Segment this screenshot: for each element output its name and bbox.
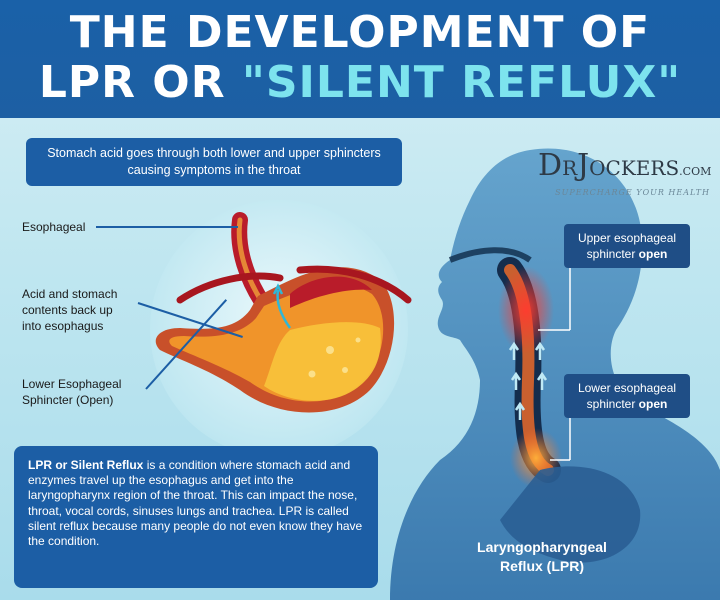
label-les-line-1: Lower Esophageal <box>22 377 122 391</box>
label-acid-line-1: Acid and stomach <box>22 287 118 301</box>
title-banner: THE DEVELOPMENT OF LPR OR "SILENT REFLUX… <box>0 0 720 118</box>
info-text: is a condition where stomach acid and en… <box>28 458 363 549</box>
reflux-arrowhead <box>272 283 284 295</box>
logo-tagline: SUPERCHARGE YOUR HEALTH <box>555 188 710 197</box>
upper-sphincter-box: Upper esophageal sphincter open <box>564 224 690 268</box>
summary-box: Stomach acid goes through both lower and… <box>26 138 402 186</box>
reflux-arrow <box>276 289 292 329</box>
info-box: LPR or Silent Reflux is a condition wher… <box>14 446 378 588</box>
label-esophageal: Esophageal <box>22 220 86 234</box>
upper-sphincter-line-2: sphincter open <box>586 247 668 261</box>
diaphragm-left <box>176 272 284 304</box>
acid-bubble <box>308 370 316 378</box>
title-line-2: LPR OR "SILENT REFLUX" <box>0 58 720 108</box>
acid-bubble <box>355 337 361 343</box>
head-silhouette-illustration <box>390 148 720 600</box>
lower-sphincter-box: Lower esophageal sphincter open <box>564 374 690 418</box>
diaphragm-right <box>296 265 412 304</box>
upper-sphincter-state: open <box>638 247 668 261</box>
upper-glow <box>498 266 554 354</box>
upper-sphincter-line-1: Upper esophageal <box>577 231 677 245</box>
info-bold: LPR or Silent Reflux <box>28 458 144 472</box>
label-acid: Acid and stomach contents back up into e… <box>22 286 117 334</box>
lower-stomach <box>500 466 641 563</box>
stomach-acid <box>264 322 381 401</box>
reflux-arrows <box>508 341 548 420</box>
esophagus-acid <box>236 217 265 305</box>
lpr-caption-line-1: Laryngopharyngeal <box>477 539 607 555</box>
acid-bubble <box>326 346 334 354</box>
acid-bubble <box>342 367 348 373</box>
logo-brand: DRJOCKERS.COM <box>538 148 712 183</box>
stomach-fundus <box>290 276 372 308</box>
label-acid-line-2: contents back up <box>22 303 113 317</box>
lower-sphincter-state: open <box>638 397 668 411</box>
drjockers-logo: DRJOCKERS.COM SUPERCHARGE YOUR HEALTH <box>538 148 714 198</box>
lpr-caption-line-2: Reflux (LPR) <box>500 558 584 574</box>
pointer-esophageal <box>96 226 238 228</box>
lower-sphincter-line-1: Lower esophageal <box>577 381 677 395</box>
stomach-illustration <box>155 212 412 413</box>
label-les-line-2: Sphincter (Open) <box>22 393 114 407</box>
lower-sphincter-line-2: sphincter open <box>586 397 668 411</box>
title-line-1: THE DEVELOPMENT OF <box>69 7 651 58</box>
label-acid-line-3: into esophagus <box>22 319 104 333</box>
lpr-caption: Laryngopharyngeal Reflux (LPR) <box>452 538 632 576</box>
title-line-2-prefix: LPR OR <box>38 57 242 108</box>
label-les: Lower Esophageal Sphincter (Open) <box>22 376 121 408</box>
title-line-2-accent: "SILENT REFLUX" <box>241 57 682 108</box>
nasal-cavity <box>448 247 532 263</box>
